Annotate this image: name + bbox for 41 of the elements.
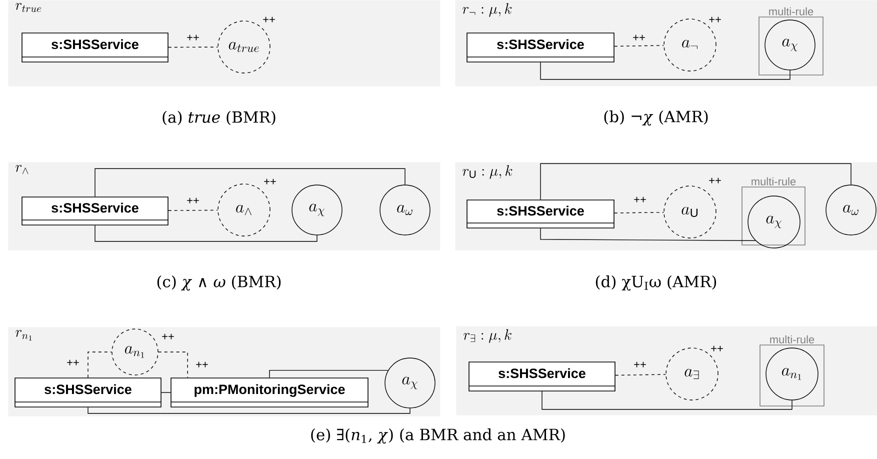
connector: [542, 391, 792, 410]
create-mark: ++: [264, 178, 276, 184]
rule-label: $r_{n_1}$: [16, 330, 32, 340]
connector: [158, 352, 188, 378]
rule-label: $r_{\mathrm{U}}: \mu, k$: [462, 165, 512, 179]
connector: [540, 62, 790, 80]
connector: [168, 210, 218, 211]
caption: (e) ∃(n$_{1}$, χ) (a BMR and an AMR): [311, 428, 565, 444]
create-mark: ++: [162, 334, 174, 340]
connector: [168, 46, 218, 48]
caption: (a) true (BMR): [162, 110, 276, 126]
class-box: s:SHSService: [468, 362, 616, 392]
rule-label: $r_{\wedge}$: [16, 165, 28, 174]
connector: [540, 228, 756, 241]
caption: (d) χU$_{I}$ω (AMR): [596, 275, 716, 291]
rule-label: $r_{true}$: [16, 3, 42, 12]
class-box: s:SHSService: [466, 32, 614, 62]
connector: [615, 374, 666, 376]
class-box: s:SHSService: [22, 32, 168, 62]
class-box: pm:PMonitoringService: [170, 378, 368, 408]
create-mark: ++: [263, 16, 275, 22]
caption: (c) χ ∧ ω (BMR): [157, 275, 281, 291]
connector: [94, 168, 406, 197]
connector: [540, 163, 852, 200]
class-box: s:SHSService: [22, 196, 168, 226]
connector: [88, 352, 112, 378]
connector: [269, 370, 388, 378]
connector: [161, 392, 171, 393]
node-label: multi-rule: [770, 335, 814, 344]
rule-label: $r_{\neg}: \mu, k$: [462, 3, 512, 17]
create-mark: ++: [709, 178, 721, 184]
rule-label: $r_{\exists}: \mu, k$: [464, 329, 512, 343]
connector: [94, 225, 318, 242]
node-label: multi-rule: [752, 177, 796, 186]
class-box: s:SHSService: [14, 378, 162, 408]
connector: [88, 407, 410, 414]
caption: (b) ¬χ (AMR): [604, 110, 708, 126]
node-label: multi-rule: [769, 7, 814, 16]
connector: [614, 212, 664, 214]
connector: [614, 45, 664, 47]
class-box: s:SHSService: [466, 200, 614, 228]
